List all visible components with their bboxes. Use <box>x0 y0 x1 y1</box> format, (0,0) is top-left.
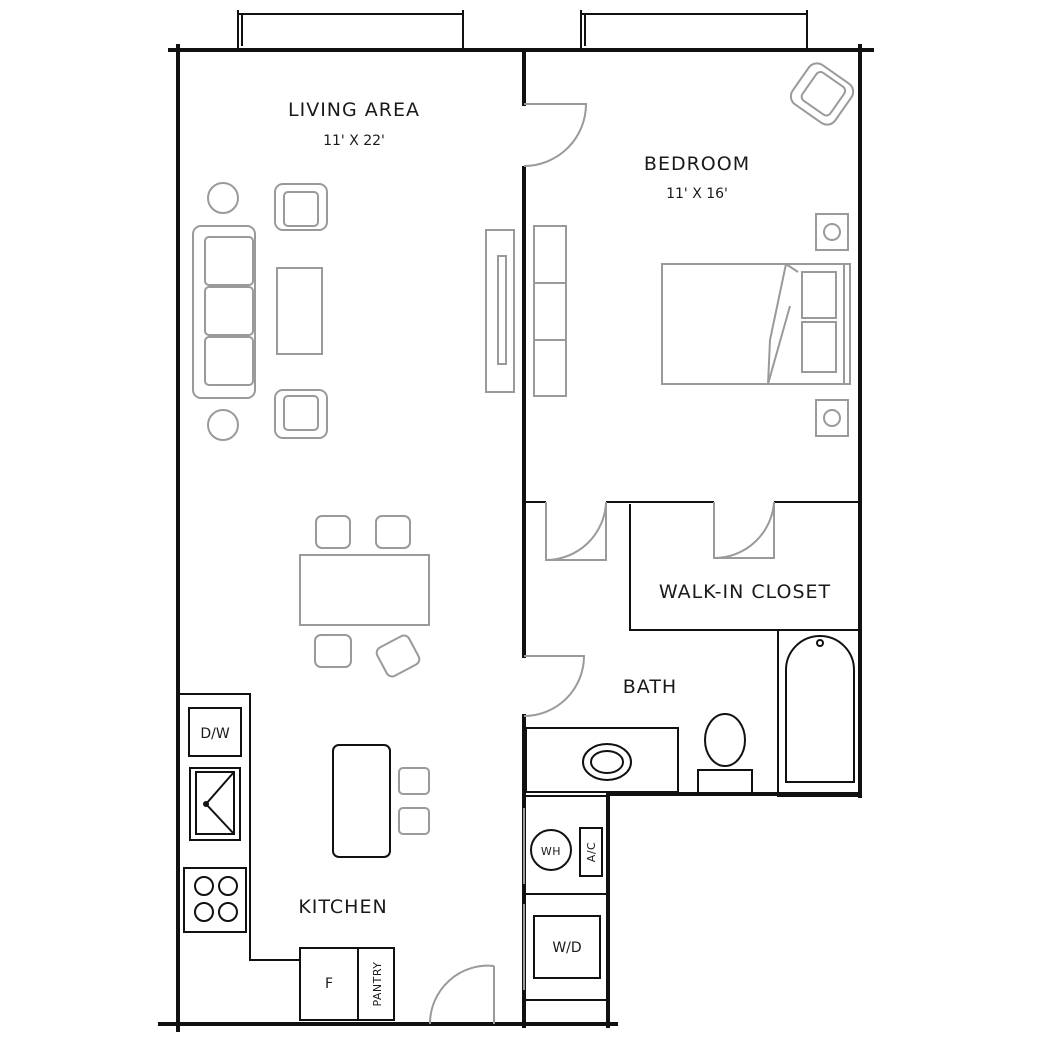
pantry <box>357 947 395 1021</box>
kitchen-fixtures <box>183 707 430 1021</box>
kitchen-sink-icon <box>189 767 241 841</box>
washer-dryer <box>533 915 601 979</box>
coffee-table <box>276 267 323 355</box>
nightstand-bottom <box>815 399 849 437</box>
bedroom-label: BEDROOM <box>644 153 750 175</box>
living-area-label: LIVING AREA <box>288 99 420 121</box>
bath-fixtures <box>525 629 861 797</box>
armchair-bottom <box>274 389 328 439</box>
bed <box>661 263 851 385</box>
bathtub-outer <box>777 629 861 797</box>
bedroom-furniture <box>533 62 855 437</box>
armchair-top <box>274 183 328 231</box>
bath-label: BATH <box>623 676 677 698</box>
water-heater-icon <box>530 829 572 871</box>
dishwasher <box>188 707 242 757</box>
living-area-size: 11' X 22' <box>323 133 385 149</box>
side-table-top <box>207 182 239 214</box>
dresser <box>533 225 567 397</box>
ac-label: A/C <box>585 842 598 862</box>
tv-console <box>485 229 515 393</box>
kitchen-island <box>332 744 391 858</box>
room-labels: LIVING AREA 11' X 22' BEDROOM 11' X 16' … <box>200 99 831 1007</box>
utility-fixtures <box>530 827 603 979</box>
bathtub-icon <box>785 635 855 783</box>
kitchen-label: KITCHEN <box>298 896 387 918</box>
fridge-label: F <box>325 976 333 992</box>
washer-dryer-label: W/D <box>552 940 581 956</box>
bedroom-size: 11' X 16' <box>666 186 728 202</box>
stool <box>398 807 430 835</box>
living-furniture <box>192 182 515 678</box>
toilet-icon <box>697 713 753 795</box>
windows <box>237 10 808 48</box>
stool <box>398 767 430 795</box>
dishwasher-label: D/W <box>200 726 229 742</box>
sofa <box>192 225 256 399</box>
walk-in-closet-label: WALK-IN CLOSET <box>659 581 831 603</box>
nightstand-top <box>815 213 849 251</box>
pantry-label: PANTRY <box>371 961 384 1006</box>
side-table-bottom <box>207 409 239 441</box>
ac-unit <box>579 827 603 877</box>
doors <box>428 103 775 1025</box>
dining-chairs <box>314 515 421 678</box>
walls <box>158 44 874 1032</box>
dining-table <box>299 554 430 626</box>
bedroom-chair <box>789 62 855 126</box>
sink-icon <box>582 743 632 781</box>
vanity <box>525 727 679 793</box>
water-heater-label: WH <box>541 845 561 858</box>
stove-icon <box>183 867 247 933</box>
